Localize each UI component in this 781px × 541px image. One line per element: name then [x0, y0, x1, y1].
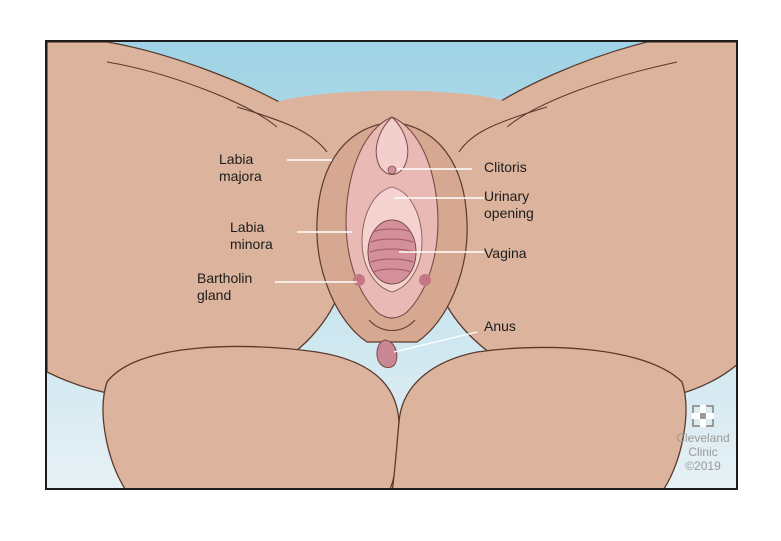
crease-line [506, 61, 678, 128]
left-buttock [102, 345, 400, 488]
logo-copyright: ©2019 [685, 459, 721, 473]
crease-line [458, 106, 548, 153]
clitoral-hood [375, 116, 409, 175]
leader-lines [275, 159, 484, 353]
label-anus: Anus [484, 318, 516, 334]
label-clitoris: Clitoris [484, 159, 527, 175]
illustration-frame: Labia majora Clitoris Urinary opening La… [45, 40, 738, 490]
bartholin-gland-left [353, 274, 365, 286]
logo-name-line2: Clinic [688, 445, 718, 459]
cleveland-clinic-icon [692, 405, 714, 427]
label-bartholin-gland: Bartholin gland [197, 270, 253, 303]
anus-shape [376, 339, 398, 368]
label-labia-minora: Labia minora [230, 219, 273, 252]
cleveland-clinic-logo: Cleveland Clinic ©2019 [668, 405, 738, 473]
crease-line [236, 106, 328, 153]
anatomy-illustration [47, 42, 736, 488]
perineum-line [368, 319, 416, 331]
right-buttock [391, 346, 687, 488]
logo-name-line1: Cleveland [676, 431, 730, 445]
vaginal-folds [369, 228, 415, 273]
label-vagina: Vagina [484, 245, 527, 261]
label-urinary-opening: Urinary opening [484, 188, 534, 221]
crease-line [106, 61, 278, 128]
clitoris-glans [387, 165, 397, 175]
label-labia-majora: Labia majora [219, 151, 262, 184]
bartholin-gland-right [419, 274, 431, 286]
